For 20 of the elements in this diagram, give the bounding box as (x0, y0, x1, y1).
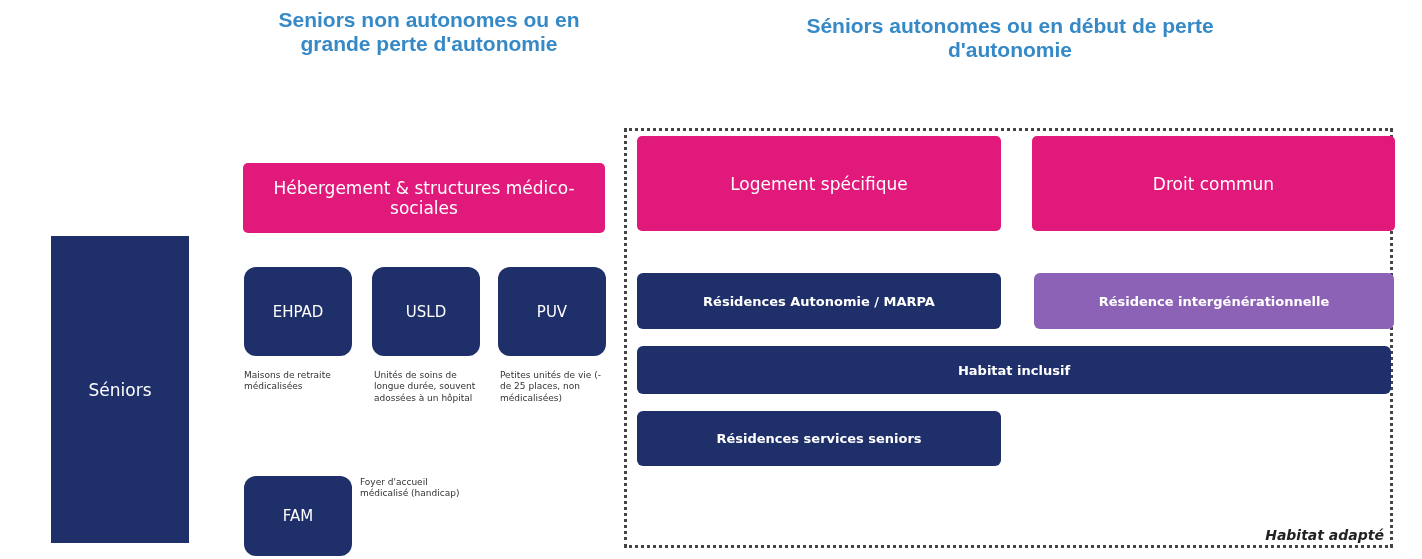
housing-bar: Résidence intergénérationnelle (1034, 273, 1394, 329)
category-block: Séniors (51, 236, 189, 543)
acronym-tile: EHPAD (244, 267, 352, 356)
column-heading: Seniors non autonomes ou en grande perte d'autonomie (277, 8, 581, 56)
housing-bar: Résidences services seniors (637, 411, 1001, 466)
category-banner: Droit commun (1032, 136, 1395, 231)
category-banner: Hébergement & structures médico-sociales (243, 163, 605, 233)
description-text: Maisons de retraite médicalisées (244, 370, 332, 393)
acronym-tile: FAM (244, 476, 352, 556)
description-text: Foyer d'accueil médicalisé (handicap) (360, 477, 460, 500)
description-text: Unités de soins de longue durée, souvent adossées à un hôpital (374, 370, 477, 404)
housing-bar: Résidences Autonomie / MARPA (637, 273, 1001, 329)
acronym-tile: PUV (498, 267, 606, 356)
column-heading: Séniors autonomes ou en début de perte d'autonomie (805, 14, 1215, 62)
acronym-tile: USLD (372, 267, 480, 356)
category-banner: Logement spécifique (637, 136, 1001, 231)
housing-bar: Habitat inclusif (637, 346, 1391, 394)
dotted-group-frame (624, 128, 1393, 548)
description-text: Petites unités de vie (- de 25 places, non médicalisées) (500, 370, 602, 404)
frame-title: Habitat adapté (1265, 527, 1384, 543)
